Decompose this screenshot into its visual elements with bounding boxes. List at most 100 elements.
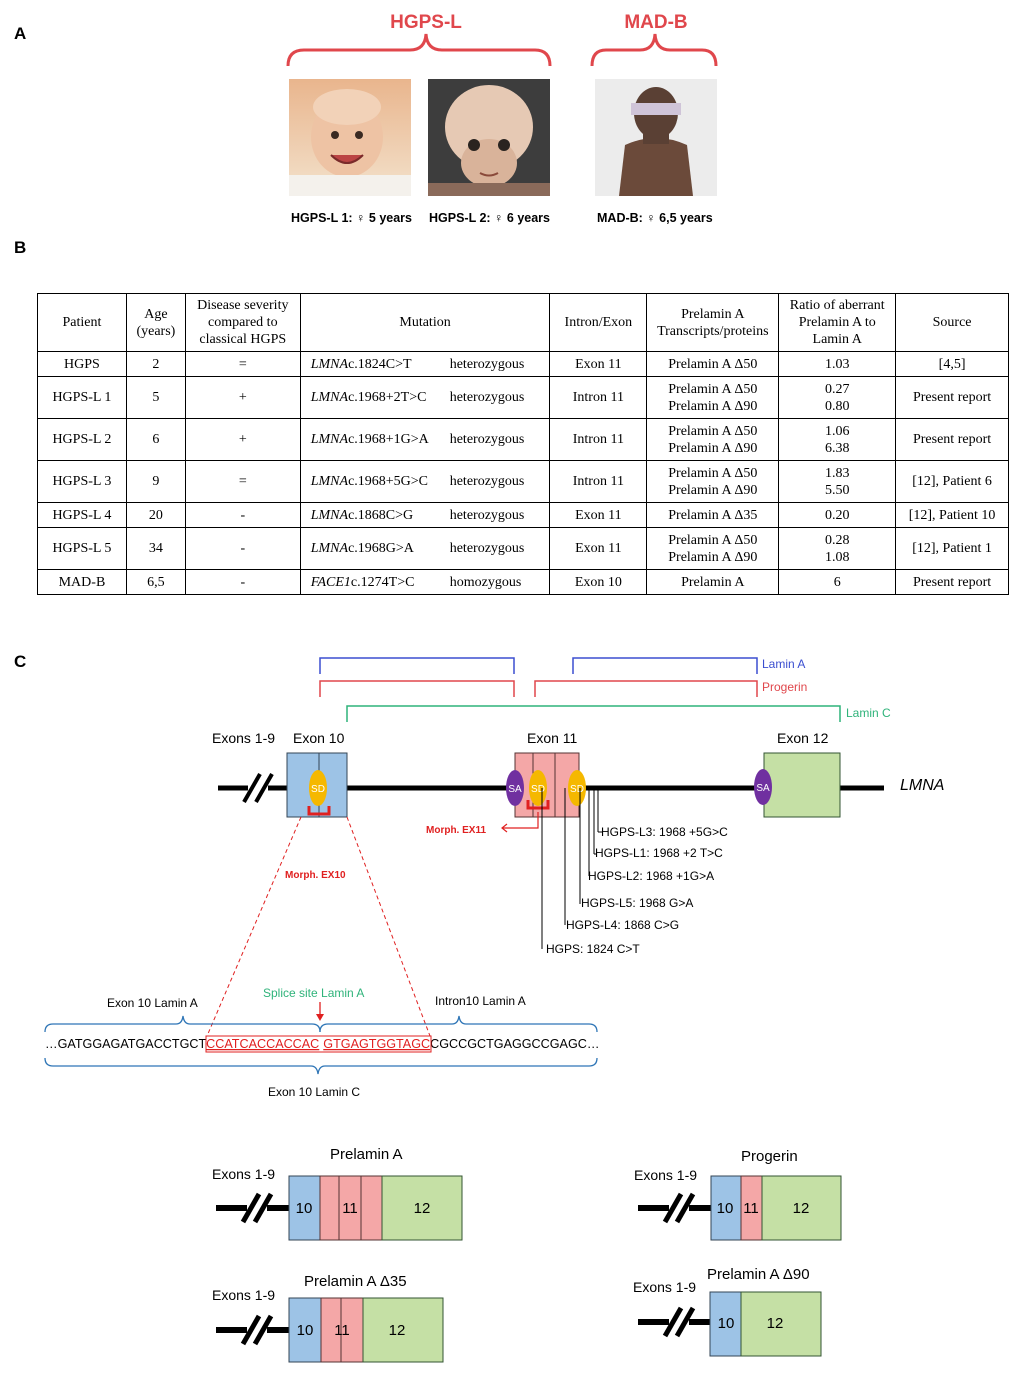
svg-text:11: 11 <box>743 1200 759 1217</box>
isoform-prelamin-a-d90-diagram: 10 12 <box>638 1291 822 1357</box>
hgps-l2-photo <box>428 79 550 196</box>
transcript-item: Prelamin A Δ35 <box>668 507 758 523</box>
cell-patient: HGPS-L 1 <box>37 376 127 419</box>
transcript-item: Prelamin A Δ50 <box>668 356 758 372</box>
isoform-progerin-diagram: 10 11 12 <box>638 1175 842 1241</box>
ratio-item: 0.20 <box>824 507 850 523</box>
cell-age: 9 <box>125 460 186 503</box>
cell-source: [12], Patient 10 <box>895 502 1009 528</box>
cell-ratio: 0.20 <box>778 502 897 528</box>
cell-severity: = <box>184 351 301 377</box>
sequence-target-left: CCATCACCACCAC <box>206 1037 319 1051</box>
mutation-zygosity: heterozygous <box>449 390 525 405</box>
mad-b-bracket <box>590 33 718 67</box>
cell-source: [12], Patient 1 <box>895 527 1009 570</box>
cell-ratio: 1.03 <box>778 351 897 377</box>
mutation-gene: LMNA <box>310 507 349 523</box>
group-title-mad-b: MAD-B <box>624 12 688 33</box>
svg-text:SD: SD <box>311 784 325 795</box>
svg-text:12: 12 <box>793 1200 810 1217</box>
header-transcripts: Prelamin A Transcripts/proteins <box>646 293 780 352</box>
ratio-item: 0.28 <box>824 532 850 548</box>
ratio-item: 1.03 <box>824 356 850 372</box>
mutation-gene: FACE1 <box>310 574 351 590</box>
cell-severity: + <box>184 418 301 461</box>
break-marks <box>242 773 274 803</box>
morph-ex10-label: Morph. EX10 <box>285 870 346 881</box>
isoform-prelamin-a-d90-exons-label: Exons 1-9 <box>633 1279 696 1295</box>
transcript-item: Prelamin A Δ90 <box>668 549 758 565</box>
isoform-prelamin-a-title: Prelamin A <box>330 1146 403 1163</box>
cell-severity: - <box>184 569 301 595</box>
cell-intron-exon: Exon 11 <box>549 502 648 528</box>
cell-intron-exon: Intron 11 <box>549 418 648 461</box>
header-source: Source <box>895 293 1009 352</box>
svg-text:12: 12 <box>389 1322 406 1339</box>
isoform-prelamin-a-d35-exons-label: Exons 1-9 <box>212 1287 275 1303</box>
patient-table: Patient Age (years) Disease severity com… <box>37 293 1009 595</box>
header-age: Age (years) <box>125 293 186 352</box>
cell-transcripts: Prelamin A <box>646 569 780 595</box>
mutation-lines <box>541 788 602 949</box>
mutation-label-hgps-l3: HGPS-L3: 1968 +5G>C <box>601 825 728 839</box>
mutation-change: c.1868C>G <box>348 507 414 523</box>
sa-site-exon12: SA <box>754 769 772 805</box>
panel-c-letter: C <box>14 652 27 671</box>
svg-text:SA: SA <box>756 783 770 794</box>
morph-ex10-target-box <box>205 1035 432 1053</box>
panel-a-letter: A <box>14 24 27 43</box>
caption-hgps-l2: HGPS-L 2: ♀ 6 years <box>429 211 551 225</box>
transcript-item: Prelamin A Δ50 <box>668 423 758 439</box>
cell-patient: HGPS-L 3 <box>37 460 127 503</box>
caption-mad-b: MAD-B: ♀ 6,5 years <box>597 211 713 225</box>
isoform-prelamin-a-d35-diagram: 10 11 12 <box>216 1297 444 1363</box>
lamin-a-bracket <box>319 657 758 674</box>
lamin-a-label: Lamin A <box>762 657 805 671</box>
cell-age: 20 <box>125 502 186 528</box>
splice-site-arrow <box>316 1002 324 1021</box>
mutation-zygosity: heterozygous <box>449 356 525 372</box>
cell-transcripts: Prelamin A Δ50 <box>646 351 780 377</box>
transcript-item: Prelamin A Δ90 <box>668 440 758 456</box>
mutation-change: c.1968+5G>C <box>348 474 429 489</box>
isoform-progerin-exons-label: Exons 1-9 <box>634 1167 697 1183</box>
header-intron-exon: Intron/Exon <box>549 293 648 352</box>
mutation-label-hgps-l2: HGPS-L2: 1968 +1G>A <box>588 869 714 883</box>
panel-c-diagram: Lamin A Progerin Lamin C Exons 1-9 Exon … <box>44 657 944 1363</box>
cell-severity: + <box>184 376 301 419</box>
sequence-prefix: …GATGGAGATGACCTGCT <box>45 1037 206 1051</box>
mutation-gene: LMNA <box>310 474 349 489</box>
isoform-prelamin-a-diagram: 10 11 12 <box>216 1175 463 1241</box>
mutation-change: c.1274T>C <box>350 574 415 590</box>
cell-source: Present report <box>895 376 1009 419</box>
ratio-item: 1.06 <box>824 423 850 439</box>
lamin-c-label: Lamin C <box>846 706 891 720</box>
exon-11-label: Exon 11 <box>527 730 578 746</box>
morph-ex11-arrow <box>501 812 539 833</box>
mutation-change: c.1968+1G>A <box>348 432 429 447</box>
progerin-label: Progerin <box>762 680 807 694</box>
svg-text:11: 11 <box>334 1322 350 1339</box>
caption-hgps-l1: HGPS-L 1: ♀ 5 years <box>291 211 413 225</box>
svg-text:10: 10 <box>296 1200 313 1217</box>
ratio-item: 5.50 <box>824 482 850 498</box>
cell-intron-exon: Exon 11 <box>549 527 648 570</box>
exons-1-9-label: Exons 1-9 <box>212 730 275 746</box>
cell-age: 6,5 <box>125 569 186 595</box>
cell-intron-exon: Exon 10 <box>549 569 648 595</box>
progerin-bracket <box>319 680 758 697</box>
transcript-item: Prelamin A Δ90 <box>668 398 758 414</box>
